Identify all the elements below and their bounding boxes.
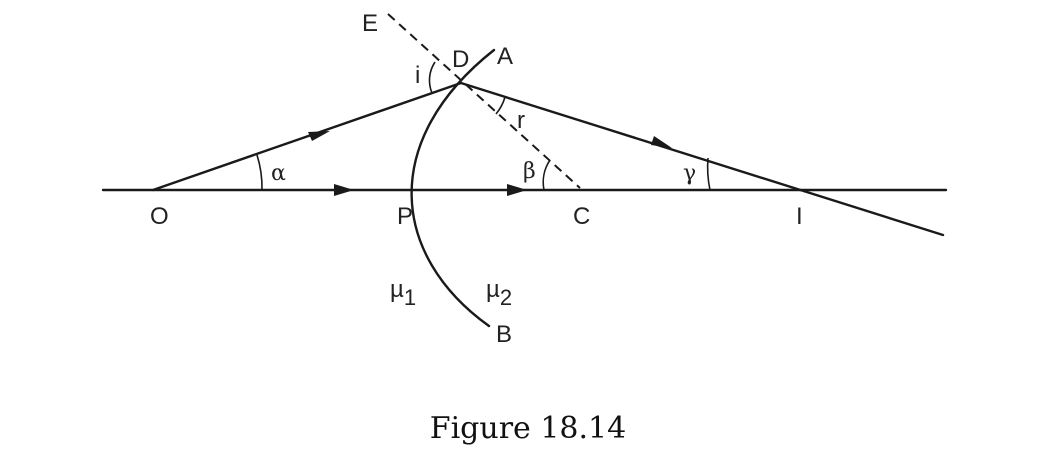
label-E: E xyxy=(362,10,378,37)
angle-gamma-arc xyxy=(706,157,711,191)
label-O: O xyxy=(150,203,169,230)
incident-ray xyxy=(151,81,463,192)
figure-caption: Figure 18.14 xyxy=(430,411,626,446)
mu2-label: µ2 xyxy=(486,276,512,310)
label-B: B xyxy=(496,321,512,348)
refracted-ray xyxy=(459,81,945,237)
normal-line xyxy=(387,13,581,189)
axis-arrow-left xyxy=(334,184,354,196)
mu1-label: µ1 xyxy=(390,276,416,310)
incident-ray-arrow xyxy=(308,131,330,141)
angle-i-arc xyxy=(428,61,436,94)
label-A: A xyxy=(497,43,513,70)
angle-gamma-label: γ xyxy=(683,161,696,186)
label-P: P xyxy=(397,203,413,230)
angle-r-label: r xyxy=(517,107,525,134)
axis-arrow-right xyxy=(507,184,527,196)
angle-beta-arc xyxy=(542,159,551,191)
angle-i-label: i xyxy=(415,62,420,89)
angle-alpha-arc xyxy=(256,154,263,191)
refracted-ray-arrow xyxy=(651,136,672,148)
label-D: D xyxy=(452,46,469,73)
angle-alpha-label: α xyxy=(271,161,286,186)
label-I: I xyxy=(796,203,803,230)
refracting-surface xyxy=(410,48,496,328)
angle-beta-label: β xyxy=(523,159,536,184)
angle-r-arc xyxy=(495,96,506,115)
label-C: C xyxy=(573,203,590,230)
